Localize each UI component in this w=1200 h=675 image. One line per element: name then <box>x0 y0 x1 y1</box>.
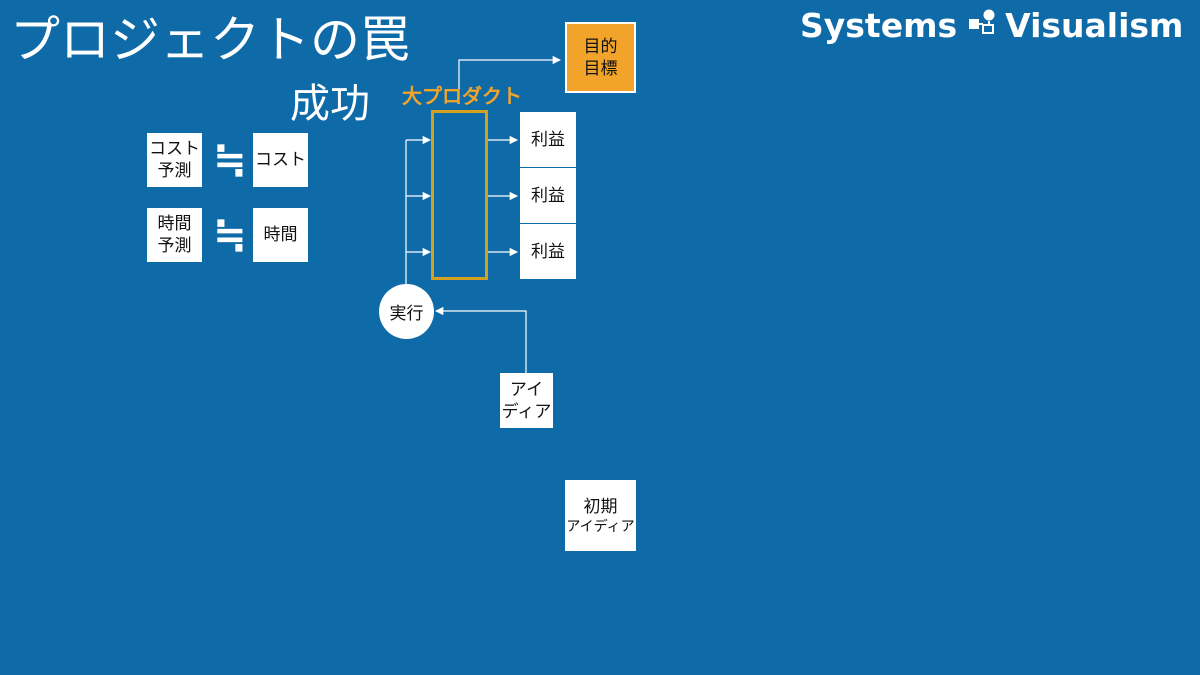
cost-actual-box: コスト <box>253 133 308 187</box>
systems-visualism-icon <box>967 4 997 48</box>
profit-label-3: 利益 <box>531 241 565 262</box>
initial-idea-line2: アイディア <box>566 518 635 535</box>
time-actual-box: 時間 <box>253 208 308 262</box>
goal-line1: 目的 <box>583 36 618 57</box>
initial-idea-line1: 初期 <box>583 496 618 517</box>
profit-label-2: 利益 <box>531 185 565 206</box>
brand-word-visualism: Visualism <box>1005 6 1184 45</box>
cost-prediction-box: コスト 予測 <box>147 133 202 187</box>
profit-box-2: 利益 <box>520 168 576 223</box>
cost-prediction-line2: 予測 <box>157 161 192 181</box>
page-subtitle: 成功 <box>290 81 370 127</box>
brand-word-systems: Systems <box>800 6 958 45</box>
cost-prediction-line1: コスト <box>149 139 200 159</box>
cost-actual-label: コスト <box>255 150 306 170</box>
product-to-goal-arrow <box>458 55 562 104</box>
profit-box-3: 利益 <box>520 224 576 279</box>
profit-label-1: 利益 <box>531 129 565 150</box>
idea-line2: ディア <box>501 401 552 422</box>
idea-box: アイ ディア <box>500 373 553 428</box>
time-prediction-line2: 予測 <box>157 236 192 256</box>
goal-line2: 目標 <box>583 58 618 79</box>
big-product-label: 大プロダクト <box>402 84 522 108</box>
initial-idea-box: 初期 アイディア <box>565 480 636 551</box>
page-title: プロジェクトの罠 <box>10 11 410 69</box>
execution-circle: 実行 <box>379 284 434 339</box>
idea-to-execution-arrow <box>434 306 527 373</box>
approx-equal-symbol: ≒ <box>213 137 247 183</box>
idea-line1: アイ <box>509 379 544 400</box>
brand-logo: Systems Visualism <box>800 4 1192 48</box>
time-prediction-line1: 時間 <box>157 214 192 234</box>
profit-box-1: 利益 <box>520 112 576 167</box>
goal-box: 目的 目標 <box>565 22 636 93</box>
time-actual-label: 時間 <box>263 225 298 245</box>
approx-equal-symbol: ≒ <box>213 212 247 258</box>
time-prediction-box: 時間 予測 <box>147 208 202 262</box>
big-product-box <box>431 110 488 280</box>
execution-label: 実行 <box>389 304 424 324</box>
